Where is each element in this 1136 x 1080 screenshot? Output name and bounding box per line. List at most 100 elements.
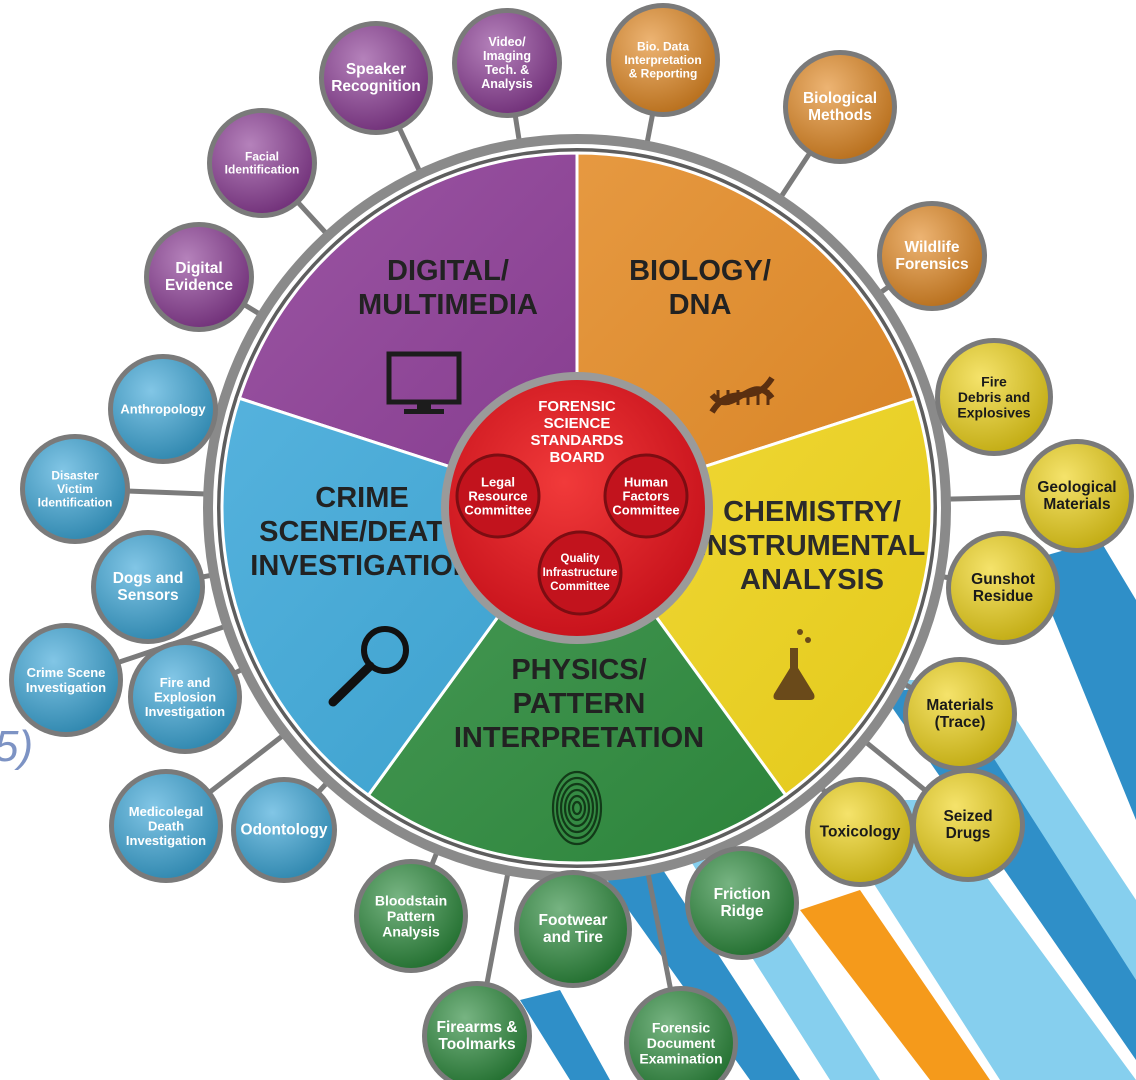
bubble-fill xyxy=(96,535,200,639)
text-line: Victim xyxy=(57,482,93,496)
center-circle xyxy=(449,380,705,636)
text-line: Anthropology xyxy=(120,402,206,417)
text-line: Tech. & xyxy=(485,63,529,77)
text-line: INVESTIGATION xyxy=(250,550,473,582)
text-line: Friction xyxy=(714,886,771,903)
text-line: Odontology xyxy=(241,822,328,839)
text-line: Toxicology xyxy=(820,824,901,841)
fingerprint-ridge xyxy=(551,770,603,846)
text-line: BIOLOGY/ xyxy=(629,255,771,287)
text-line: Medicolegal xyxy=(129,804,203,819)
text-line: Forensics xyxy=(895,256,968,273)
text-line: Methods xyxy=(808,107,872,124)
text-line: Pattern xyxy=(387,908,435,924)
bubble-fill xyxy=(519,875,627,983)
sector-label-biology: BIOLOGY/DNA xyxy=(629,255,771,321)
bubble-fill xyxy=(114,774,218,878)
text-line: Interpretation xyxy=(624,53,701,67)
text-line: Sensors xyxy=(117,587,178,604)
text-line: Imaging xyxy=(483,49,531,63)
bubble-fill xyxy=(457,13,557,113)
text-line: Drugs xyxy=(946,825,991,842)
bubble-fill xyxy=(810,782,910,882)
text-line: Explosives xyxy=(957,405,1030,421)
monitor-icon xyxy=(386,351,462,414)
text-line: BOARD xyxy=(550,449,605,466)
fingerprint-ridge xyxy=(571,800,583,816)
text-line: Examination xyxy=(639,1051,722,1067)
fingerprint-ridge xyxy=(555,776,599,840)
bubble-fill xyxy=(14,628,118,732)
text-line: Crime Scene xyxy=(27,665,106,680)
bubble-fill xyxy=(113,359,213,459)
stripe-blue-4 xyxy=(520,990,610,1080)
text-line: Bio. Data xyxy=(637,40,689,54)
text-line: SCIENCE xyxy=(544,415,611,432)
text-line: Factors xyxy=(623,489,670,504)
text-line: SCENE/DEATH xyxy=(259,516,465,548)
text-line: Legal xyxy=(481,475,515,490)
text-line: Speaker xyxy=(346,61,406,78)
center-board: FORENSICSCIENCESTANDARDSBOARDLegalResour… xyxy=(441,372,713,644)
bubble-firearms-toolmarks: Firearms &Toolmarks xyxy=(422,981,532,1080)
bubble-fill xyxy=(324,26,428,130)
text-line: DIGITAL/ xyxy=(387,255,509,287)
text-line: Infrastructure xyxy=(543,567,618,579)
text-line: Dogs and xyxy=(113,570,184,587)
text-line: CHEMISTRY/ xyxy=(723,496,901,528)
bubble-fill xyxy=(916,773,1020,877)
flask-bubble xyxy=(797,629,803,635)
bubble-fill xyxy=(882,206,982,306)
text-line: Committee xyxy=(550,581,609,593)
text-line: Residue xyxy=(973,588,1034,605)
text-line: Toolmarks xyxy=(438,1036,515,1053)
text-line: Evidence xyxy=(165,277,233,294)
text-line: Footwear xyxy=(539,912,608,929)
bubble-fill xyxy=(133,645,237,749)
text-line: PATTERN xyxy=(513,688,646,720)
bubble-fill xyxy=(236,782,332,878)
text-line: INTERPRETATION xyxy=(454,722,704,754)
stripe-blue-3 xyxy=(600,850,800,1080)
text-line: Facial xyxy=(245,149,279,163)
text-line: Fire xyxy=(981,373,1007,389)
text-line: Identification xyxy=(38,495,113,509)
text-line: Committee xyxy=(612,503,679,518)
text-line: and Tire xyxy=(543,929,603,946)
text-line: Debris and xyxy=(958,389,1030,405)
bubble-fill xyxy=(788,55,892,159)
text-line: DNA xyxy=(669,289,732,321)
stripe-blue-1 xyxy=(1030,540,1136,820)
bubble-fill xyxy=(629,991,733,1080)
text-line: Death xyxy=(148,819,184,834)
inner-ring xyxy=(217,148,937,868)
text-line: Human xyxy=(624,475,668,490)
monitor-neck xyxy=(417,402,431,409)
text-line: MULTIMEDIA xyxy=(358,289,538,321)
bubble-fill xyxy=(611,8,715,112)
bubble-fill xyxy=(359,864,463,968)
text-line: Bloodstain xyxy=(375,892,447,908)
text-line: ANALYSIS xyxy=(740,564,884,596)
bubble-fill xyxy=(690,851,794,955)
monitor-base xyxy=(404,409,444,414)
bubble-fill xyxy=(940,343,1048,451)
text-line: (Trace) xyxy=(935,714,986,731)
